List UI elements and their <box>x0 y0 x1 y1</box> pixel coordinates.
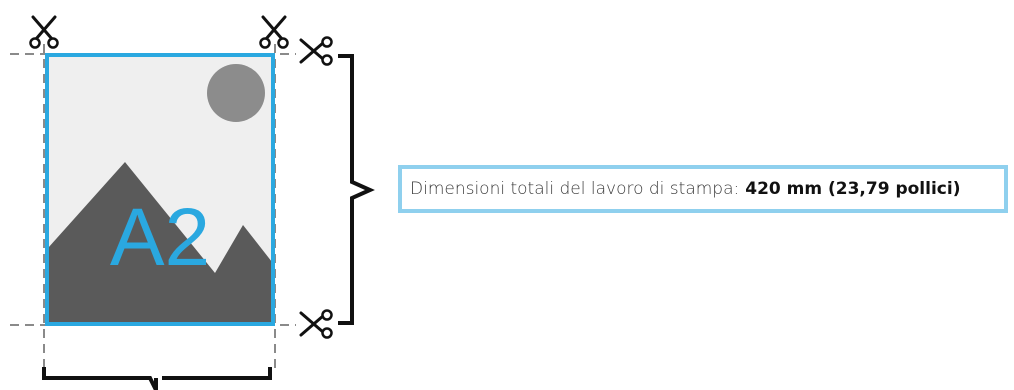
width-bracket <box>42 367 272 390</box>
print-dimensions-callout: Dimensioni totali del lavoro di stampa: … <box>398 165 1008 213</box>
mountain-icon <box>48 162 272 323</box>
scissors-icon <box>299 36 333 66</box>
sheet-size-label: A2 <box>110 192 210 283</box>
scissors-icon <box>259 15 289 49</box>
sheet-border <box>45 53 275 326</box>
callout-label: Dimensioni totali del lavoro di stampa: <box>410 179 740 199</box>
sun-icon <box>207 64 265 122</box>
scissors-icon <box>29 15 59 49</box>
scissors-icon <box>299 309 333 339</box>
height-bracket <box>338 54 375 325</box>
callout-value: 420 mm (23,79 pollici) <box>745 179 961 199</box>
print-sheet: A2 <box>45 53 275 326</box>
